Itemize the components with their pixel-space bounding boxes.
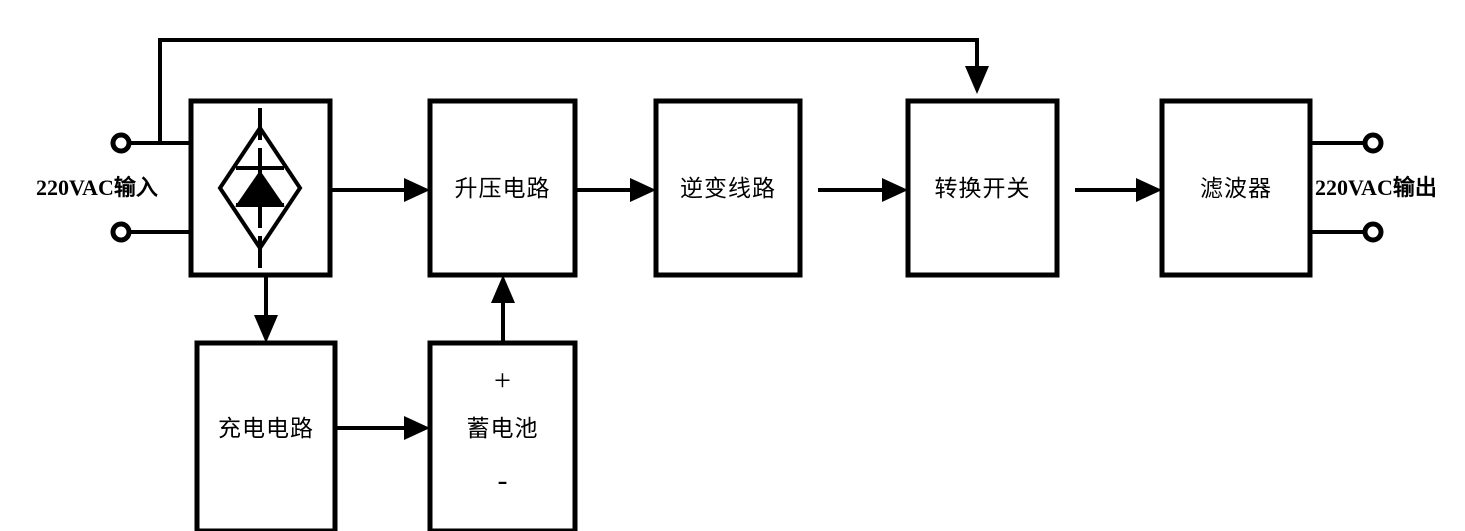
output-label: 220VAC输出 [1315,175,1437,200]
battery-plus-sign: + [494,364,511,397]
connection-input-to-transfer-bypass [158,38,989,143]
connection-battery-to-boost [491,275,515,343]
block-rectifier[interactable] [188,98,333,278]
connection-inverter-to-transfer [818,178,908,202]
connection-input-wires [121,141,191,234]
block-label-charger: 充电电路 [218,416,314,441]
block-label-filter: 滤波器 [1200,176,1272,201]
block-transfer-switch[interactable] [905,98,1060,278]
output-terminal-top [1362,132,1384,154]
connection-rectifier-to-boost [330,178,430,202]
input-label: 220VAC输入 [36,175,158,200]
block-boost[interactable] [427,98,578,278]
block-filter[interactable] [1159,98,1313,278]
block-label-inverter: 逆变线路 [680,176,776,201]
block-label-battery: 蓄电池 [466,416,539,441]
battery-minus-sign: - [497,464,508,497]
connection-boost-to-inverter [575,178,656,202]
connection-transfer-to-filter [1075,178,1162,202]
connection-charger-to-battery [335,416,430,440]
output-terminal-bottom [1362,221,1384,243]
block-charger[interactable] [194,340,338,531]
block-inverter[interactable] [653,98,803,278]
block-label-boost: 升压电路 [454,176,551,201]
connection-rectifier-to-charger [254,275,278,343]
input-terminal-top [110,132,132,154]
input-terminal-bottom [110,221,132,243]
bridge-rectifier-icon [217,108,303,268]
block-label-transfer-switch: 转换开关 [934,176,1031,201]
